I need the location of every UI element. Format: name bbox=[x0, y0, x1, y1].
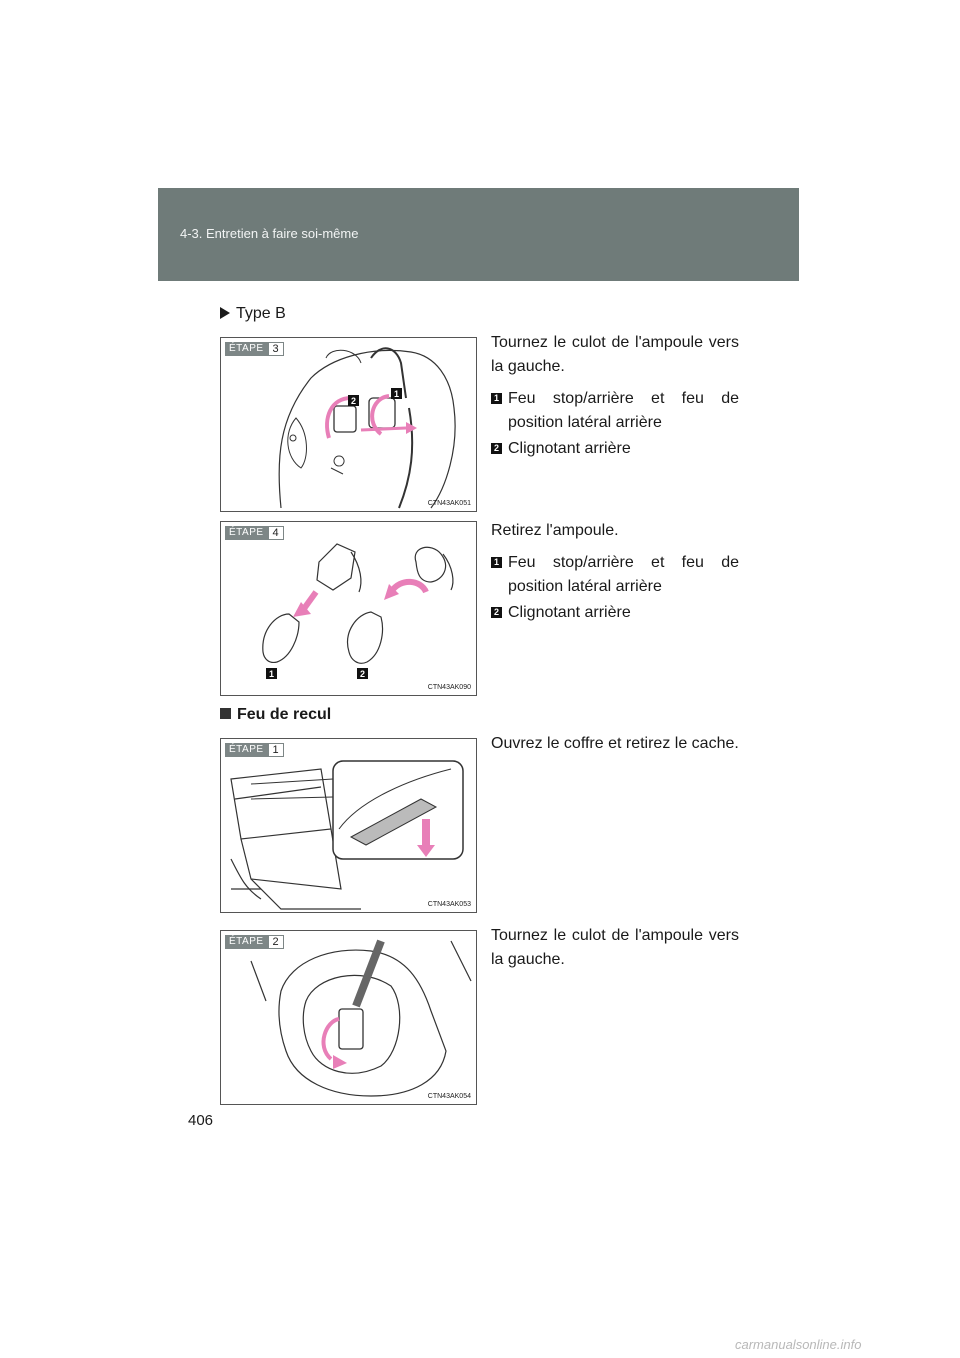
badge-2 bbox=[348, 395, 359, 406]
svg-text:1: 1 bbox=[269, 669, 274, 679]
illustration-trunk-cover bbox=[230, 760, 464, 910]
number-badge: 2 bbox=[491, 607, 502, 618]
figure-code: CTN43AK090 bbox=[427, 684, 471, 691]
svg-text:2: 2 bbox=[351, 396, 356, 406]
square-bullet-icon bbox=[220, 708, 231, 719]
illustration-tail-light-socket: 1 2 bbox=[278, 347, 456, 509]
illustration-backup-bulb-socket bbox=[250, 939, 472, 1097]
step-instruction: Retirez l'ampoule. bbox=[491, 522, 619, 539]
number-badge: 1 bbox=[491, 557, 502, 568]
step-4-text: Retirez l'ampoule. 1 Feu stop/arrière et… bbox=[491, 519, 739, 627]
number-badge: 1 bbox=[491, 393, 502, 404]
backup-step-1-text: Ouvrez le coffre et retirez le cache. bbox=[491, 732, 739, 764]
watermark: carmanualsonline.info bbox=[735, 1337, 862, 1352]
page-number: 406 bbox=[188, 1112, 214, 1129]
backup-step-2-text: Tournez le culot de l'ampoule vers la ga… bbox=[491, 924, 739, 980]
type-b-label: Type B bbox=[220, 305, 286, 323]
step-instruction: Ouvrez le coffre et retirez le cache. bbox=[491, 735, 739, 752]
badge-1 bbox=[266, 668, 277, 679]
section-heading: Feu de recul bbox=[220, 706, 331, 724]
step-3-text: Tournez le culot de l'ampoule vers la ga… bbox=[491, 331, 739, 463]
figure-code: CTN43AK054 bbox=[427, 1093, 471, 1100]
section-header-bar: 4-3. Entretien à faire soi-même bbox=[158, 188, 799, 281]
badge-1 bbox=[391, 388, 402, 399]
list-item: 2 Clignotant arrière bbox=[491, 601, 739, 625]
figure-code: CTN43AK051 bbox=[427, 500, 471, 507]
list-item: 1 Feu stop/arrière et feu de position la… bbox=[491, 551, 739, 599]
badge-2 bbox=[357, 668, 368, 679]
section-title: 4-3. Entretien à faire soi-même bbox=[180, 226, 359, 241]
list-item: 1 Feu stop/arrière et feu de position la… bbox=[491, 387, 739, 435]
svg-text:2: 2 bbox=[360, 669, 365, 679]
figure-code: CTN43AK053 bbox=[427, 901, 471, 908]
number-badge: 2 bbox=[491, 443, 502, 454]
triangle-bullet-icon bbox=[220, 307, 230, 319]
step-instruction: Tournez le culot de l'ampoule vers la ga… bbox=[491, 334, 739, 375]
step-instruction: Tournez le culot de l'ampoule vers la ga… bbox=[491, 927, 739, 968]
svg-text:1: 1 bbox=[394, 389, 399, 399]
list-item: 2 Clignotant arrière bbox=[491, 437, 739, 461]
illustration-bulb-removal: 1 2 bbox=[262, 543, 454, 679]
